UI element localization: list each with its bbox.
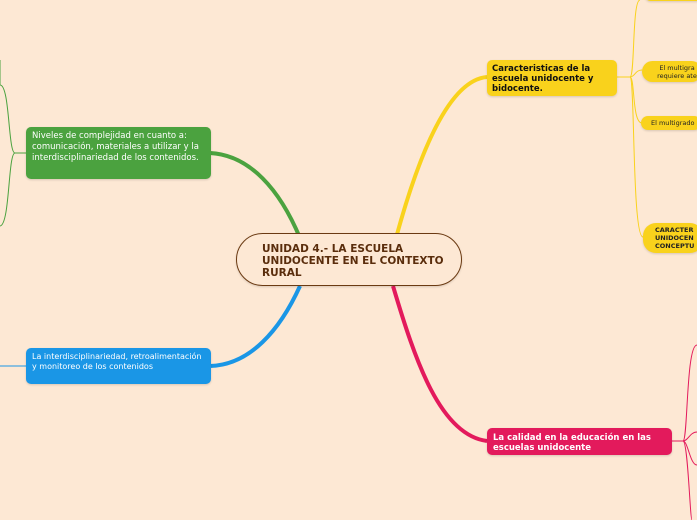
red-branch	[391, 285, 488, 443]
subtopic-multigrado-1[interactable]: El multigra requiere ate	[642, 61, 697, 82]
red-sub-links	[671, 344, 697, 520]
subtopic-multigrado-2[interactable]: El multigrado	[641, 116, 697, 130]
central-topic[interactable]: UNIDAD 4.- LA ESCUELA UNIDOCENTE EN EL C…	[236, 233, 462, 286]
blue-branch	[209, 285, 302, 368]
yellow-sub-links	[617, 0, 644, 238]
topic-calidad[interactable]: La calidad en la educación en las escuel…	[487, 428, 672, 455]
topic-calidad-text: La calidad en la educación en las escuel…	[493, 433, 651, 453]
subtopic-text: CONCEPTU	[655, 242, 695, 250]
subtopic-text: requiere ate	[657, 72, 697, 80]
subtopic-text: UNIDOCEN	[655, 234, 694, 242]
green-sub-links	[0, 60, 26, 227]
green-branch	[209, 151, 302, 239]
topic-niveles-text: Niveles de complejidad en cuanto a: comu…	[32, 131, 199, 163]
topic-niveles[interactable]: Niveles de complejidad en cuanto a: comu…	[26, 127, 211, 179]
subtopic-text: CARACTER	[655, 226, 694, 234]
topic-caracteristicas-text: Caracteristicas de la escuela unidocente…	[492, 64, 594, 94]
subtopic-text: El multigrado	[651, 119, 695, 127]
yellow-branch	[394, 75, 488, 239]
subtopic-caracteristicas-concepto[interactable]: CARACTER UNIDOCEN CONCEPTU	[643, 223, 697, 253]
subtopic-top-partial[interactable]	[645, 0, 697, 1]
subtopic-text: El multigra	[659, 64, 695, 72]
central-topic-title: UNIDAD 4.- LA ESCUELA UNIDOCENTE EN EL C…	[262, 243, 444, 279]
topic-interdisciplinariedad-text: La interdisciplinariedad, retroalimentac…	[32, 352, 202, 371]
topic-caracteristicas[interactable]: Caracteristicas de la escuela unidocente…	[487, 60, 617, 96]
topic-interdisciplinariedad[interactable]: La interdisciplinariedad, retroalimentac…	[26, 348, 211, 384]
